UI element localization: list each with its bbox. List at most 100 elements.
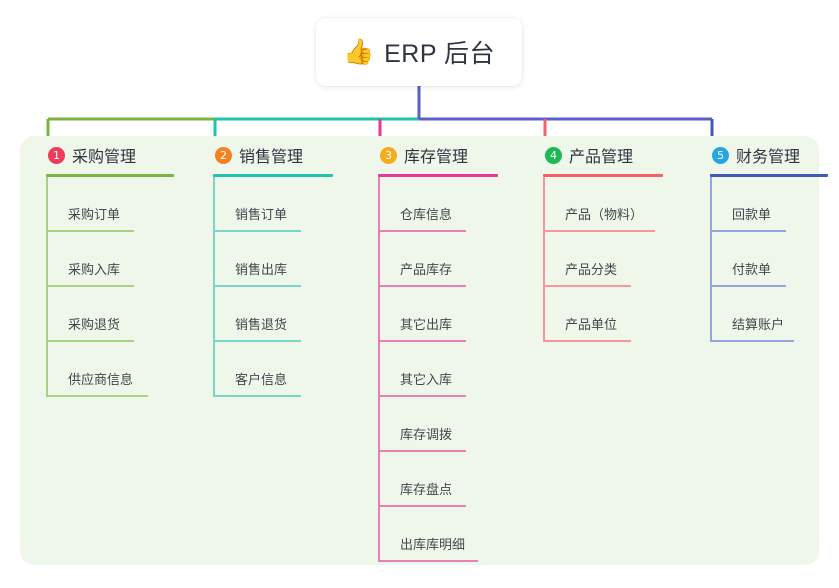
root-node-title: ERP 后台 bbox=[384, 40, 496, 68]
branch-title-1: 采购管理 bbox=[72, 149, 137, 166]
branch-header-1[interactable]: 1 采购管理 bbox=[28, 136, 174, 174]
leaf-underline bbox=[46, 340, 134, 342]
branch-title-5: 财务管理 bbox=[736, 149, 801, 166]
branch-header-2[interactable]: 2 销售管理 bbox=[195, 136, 333, 174]
leaf-item[interactable]: 产品（物料） bbox=[543, 177, 663, 232]
leaf-underline bbox=[378, 395, 466, 397]
leaf-label: 回款单 bbox=[732, 207, 772, 222]
leaf-underline bbox=[710, 285, 786, 287]
leaf-item[interactable]: 销售退货 bbox=[213, 287, 333, 342]
leaf-list-2: 销售订单销售出库销售退货客户信息 bbox=[213, 177, 333, 397]
leaf-item[interactable]: 销售出库 bbox=[213, 232, 333, 287]
leaf-item[interactable]: 出库库明细 bbox=[378, 507, 498, 562]
leaf-underline bbox=[378, 505, 466, 507]
leaf-item[interactable]: 客户信息 bbox=[213, 342, 333, 397]
leaf-list-3: 仓库信息产品库存其它出库其它入库库存调拨库存盘点出库库明细 bbox=[378, 177, 498, 562]
leaf-spine-2 bbox=[213, 177, 215, 397]
branch-column-2: 2 销售管理销售订单销售出库销售退货客户信息 bbox=[195, 136, 333, 397]
leaf-label: 产品分类 bbox=[565, 262, 618, 277]
leaf-item[interactable]: 库存盘点 bbox=[378, 452, 498, 507]
leaf-spine-3 bbox=[378, 177, 380, 562]
leaf-item[interactable]: 销售订单 bbox=[213, 177, 333, 232]
leaf-underline bbox=[213, 340, 301, 342]
branch-column-5: 5 财务管理回款单付款单结算账户 bbox=[692, 136, 828, 342]
leaf-spine-1 bbox=[46, 177, 48, 397]
branch-rule-4 bbox=[543, 174, 663, 177]
leaf-item[interactable]: 结算账户 bbox=[710, 287, 828, 342]
leaf-label: 销售退货 bbox=[235, 317, 288, 332]
branch-title-4: 产品管理 bbox=[569, 149, 634, 166]
leaf-list-1: 采购订单采购入库采购退货供应商信息 bbox=[46, 177, 174, 397]
leaf-underline bbox=[213, 285, 301, 287]
leaf-label: 出库库明细 bbox=[400, 537, 466, 552]
root-node-card[interactable]: 👍 ERP 后台 bbox=[316, 18, 522, 86]
leaf-item[interactable]: 库存调拨 bbox=[378, 397, 498, 452]
branch-column-1: 1 采购管理采购订单采购入库采购退货供应商信息 bbox=[28, 136, 174, 397]
leaf-underline bbox=[710, 230, 786, 232]
leaf-item[interactable]: 采购退货 bbox=[46, 287, 174, 342]
leaf-label: 库存调拨 bbox=[400, 427, 453, 442]
branch-badge-3: 3 bbox=[380, 146, 397, 164]
leaf-item[interactable]: 其它出库 bbox=[378, 287, 498, 342]
diagram-panel bbox=[20, 136, 819, 565]
leaf-item[interactable]: 供应商信息 bbox=[46, 342, 174, 397]
leaf-underline bbox=[378, 285, 466, 287]
leaf-label: 产品（物料） bbox=[565, 207, 644, 222]
branch-rule-2 bbox=[213, 174, 333, 177]
leaf-label: 产品单位 bbox=[565, 317, 618, 332]
leaf-list-5: 回款单付款单结算账户 bbox=[710, 177, 828, 342]
leaf-underline bbox=[46, 285, 134, 287]
leaf-label: 客户信息 bbox=[235, 372, 288, 387]
leaf-label: 采购入库 bbox=[68, 262, 121, 277]
branch-header-5[interactable]: 5 财务管理 bbox=[692, 136, 828, 174]
leaf-label: 库存盘点 bbox=[400, 482, 453, 497]
leaf-label: 付款单 bbox=[732, 262, 772, 277]
leaf-underline bbox=[213, 395, 301, 397]
leaf-spine-5 bbox=[710, 177, 712, 342]
leaf-item[interactable]: 采购订单 bbox=[46, 177, 174, 232]
branch-rule-3 bbox=[378, 174, 498, 177]
leaf-label: 仓库信息 bbox=[400, 207, 453, 222]
leaf-underline bbox=[543, 285, 631, 287]
branch-badge-4: 4 bbox=[545, 146, 562, 164]
leaf-item[interactable]: 采购入库 bbox=[46, 232, 174, 287]
leaf-item[interactable]: 仓库信息 bbox=[378, 177, 498, 232]
branch-badge-5: 5 bbox=[712, 146, 729, 164]
leaf-item[interactable]: 回款单 bbox=[710, 177, 828, 232]
branch-badge-1: 1 bbox=[48, 146, 65, 164]
leaf-underline bbox=[543, 230, 655, 232]
leaf-underline bbox=[378, 340, 466, 342]
branch-title-3: 库存管理 bbox=[404, 149, 469, 166]
leaf-item[interactable]: 付款单 bbox=[710, 232, 828, 287]
leaf-label: 采购订单 bbox=[68, 207, 121, 222]
branch-rule-1 bbox=[46, 174, 174, 177]
branch-header-4[interactable]: 4 产品管理 bbox=[525, 136, 663, 174]
leaf-label: 其它入库 bbox=[400, 372, 453, 387]
leaf-label: 结算账户 bbox=[732, 317, 785, 332]
branch-rule-5 bbox=[710, 174, 828, 177]
leaf-underline bbox=[46, 230, 134, 232]
leaf-item[interactable]: 产品单位 bbox=[543, 287, 663, 342]
leaf-item[interactable]: 产品库存 bbox=[378, 232, 498, 287]
leaf-underline bbox=[213, 230, 301, 232]
leaf-underline bbox=[543, 340, 631, 342]
leaf-underline bbox=[46, 395, 148, 397]
branch-badge-2: 2 bbox=[215, 146, 232, 164]
leaf-underline bbox=[710, 340, 794, 342]
branch-header-3[interactable]: 3 库存管理 bbox=[360, 136, 498, 174]
leaf-item[interactable]: 产品分类 bbox=[543, 232, 663, 287]
leaf-underline bbox=[378, 560, 478, 562]
leaf-label: 销售出库 bbox=[235, 262, 288, 277]
leaf-label: 其它出库 bbox=[400, 317, 453, 332]
leaf-label: 供应商信息 bbox=[68, 372, 134, 387]
leaf-underline bbox=[378, 230, 466, 232]
branch-title-2: 销售管理 bbox=[239, 149, 304, 166]
leaf-label: 销售订单 bbox=[235, 207, 288, 222]
leaf-list-4: 产品（物料） 产品分类产品单位 bbox=[543, 177, 663, 342]
leaf-label: 产品库存 bbox=[400, 262, 453, 277]
leaf-underline bbox=[378, 450, 466, 452]
leaf-item[interactable]: 其它入库 bbox=[378, 342, 498, 397]
branch-column-3: 3 库存管理仓库信息产品库存其它出库其它入库库存调拨库存盘点出库库明细 bbox=[360, 136, 498, 562]
leaf-label: 采购退货 bbox=[68, 317, 121, 332]
branch-columns: 1 采购管理采购订单采购入库采购退货供应商信息 2 销售管理销售订单销售出库销售退货客… bbox=[0, 136, 839, 565]
